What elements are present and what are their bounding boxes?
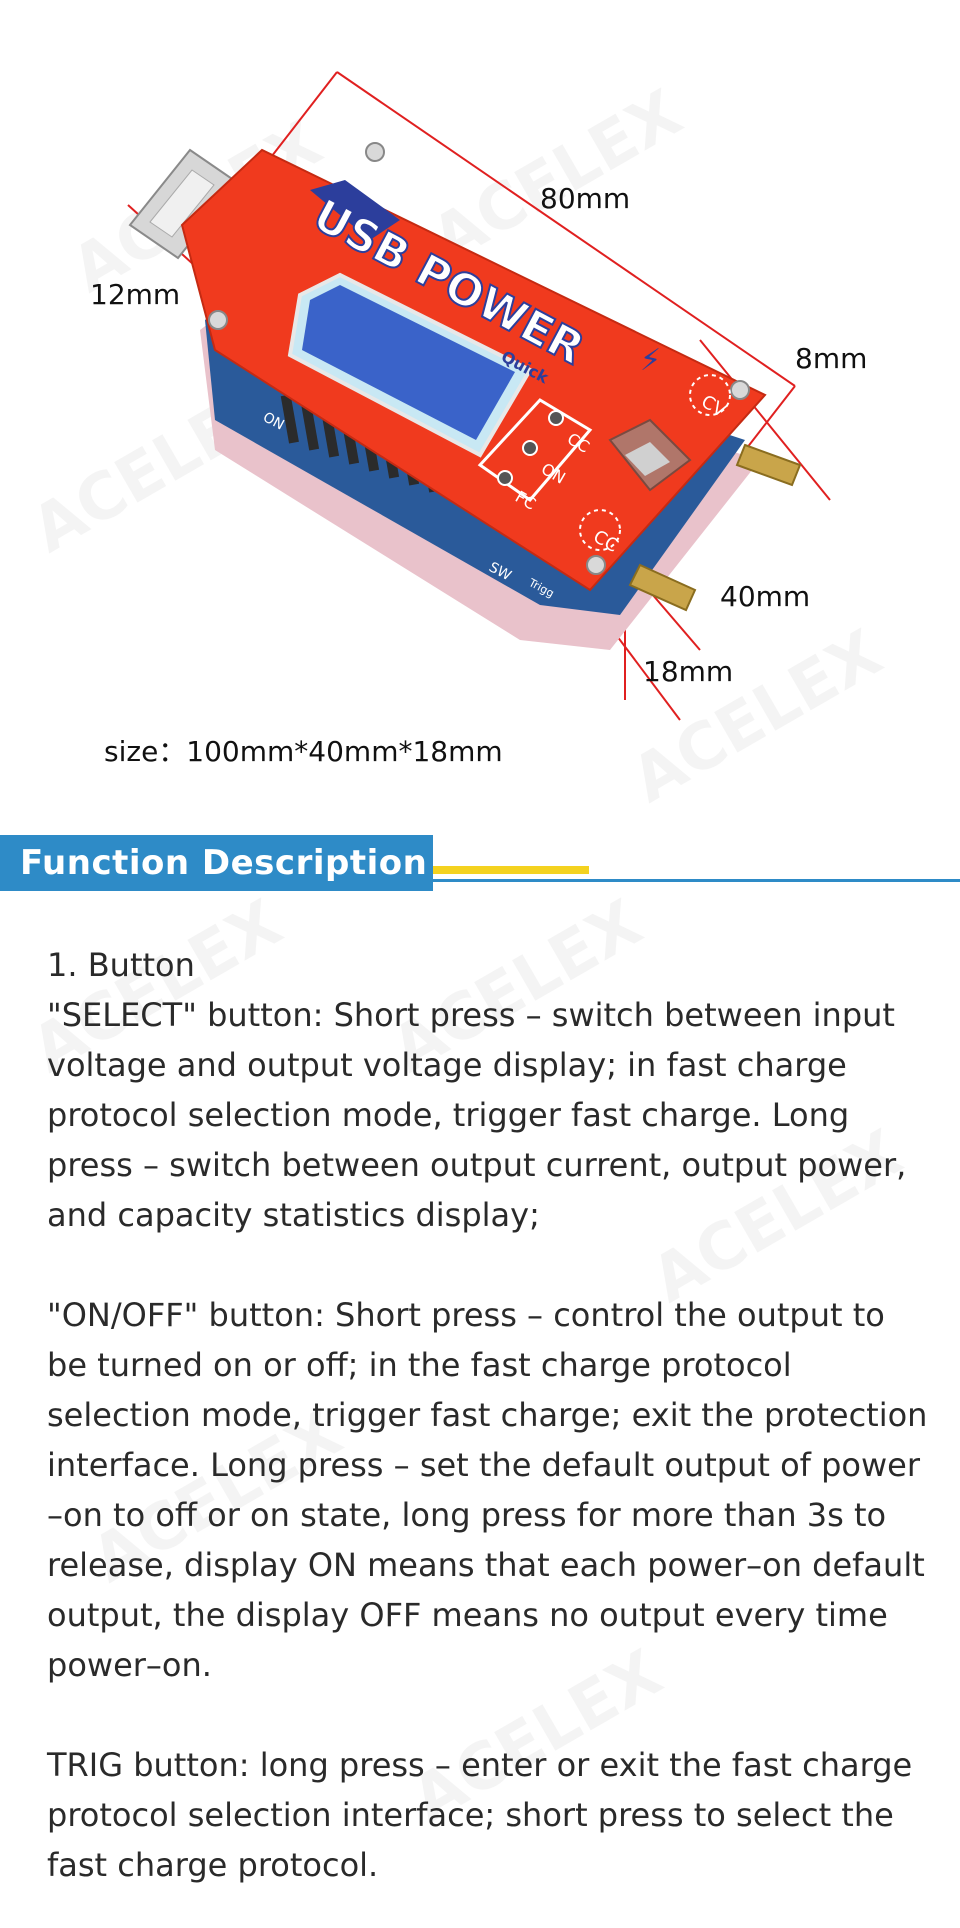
function-description: 1. Button "SELECT" button: Short press –…: [47, 940, 957, 1890]
select-paragraph-line: protocol selection mode, trigger fast ch…: [47, 1096, 850, 1134]
usb-plug: [128, 148, 240, 260]
lcd-screen: [302, 285, 515, 440]
dimension-top-label: 8mm: [795, 342, 868, 375]
onoff-paragraph-line: be turned on or off; in the fast charge …: [47, 1346, 792, 1384]
dimension-depth-label: 40mm: [720, 580, 811, 613]
slide-switch: [608, 418, 692, 492]
usb-symbol-icon: ⚡: [640, 343, 661, 378]
select-paragraph-line: and capacity statistics display;: [47, 1196, 540, 1234]
dimension-height-label: 18mm: [643, 655, 734, 688]
screws: [208, 142, 750, 575]
dimension-usb-width-label: 12mm: [90, 278, 181, 311]
button-heading: 1. Button: [47, 946, 195, 984]
indicator-panel: CC ON FC: [477, 398, 593, 514]
onoff-paragraph-line: "ON/OFF" button: Short press – control t…: [47, 1296, 885, 1334]
select-paragraph-line: press – switch between output current, o…: [47, 1146, 907, 1184]
section-header-box: Function Description: [0, 835, 433, 891]
section-title: Function Description: [20, 843, 428, 883]
header-accent-blue: [433, 879, 960, 882]
onoff-paragraph-line: –on to off or on state, long press for m…: [47, 1496, 887, 1534]
onoff-paragraph-line: output, the display OFF means no output …: [47, 1596, 888, 1634]
header-accent-yellow: [433, 866, 589, 874]
product-image: USB POWER Quick ⚡ CC ON FC CV CC: [0, 0, 960, 800]
onoff-paragraph-line: release, display ON means that each powe…: [47, 1546, 925, 1584]
potentiometers: [628, 443, 802, 612]
dimension-length-label: 80mm: [540, 182, 631, 215]
usb-power-module-illustration: USB POWER Quick ⚡ CC ON FC CV CC: [127, 71, 831, 721]
section-header: Function Description: [0, 835, 960, 895]
onoff-paragraph-line: selection mode, trigger fast charge; exi…: [47, 1396, 928, 1434]
trig-paragraph-line: fast charge protocol.: [47, 1846, 379, 1884]
onoff-paragraph-line: interface. Long press – set the default …: [47, 1446, 920, 1484]
trig-paragraph-line: TRIG button: long press – enter or exit …: [47, 1746, 913, 1784]
onoff-paragraph-line: power–on.: [47, 1646, 212, 1684]
select-paragraph-line: "SELECT" button: Short press – switch be…: [47, 996, 895, 1034]
select-paragraph-line: voltage and output voltage display; in f…: [47, 1046, 847, 1084]
size-caption: size：100mm*40mm*18mm: [104, 735, 503, 768]
trig-paragraph-line: protocol selection interface; short pres…: [47, 1796, 894, 1834]
